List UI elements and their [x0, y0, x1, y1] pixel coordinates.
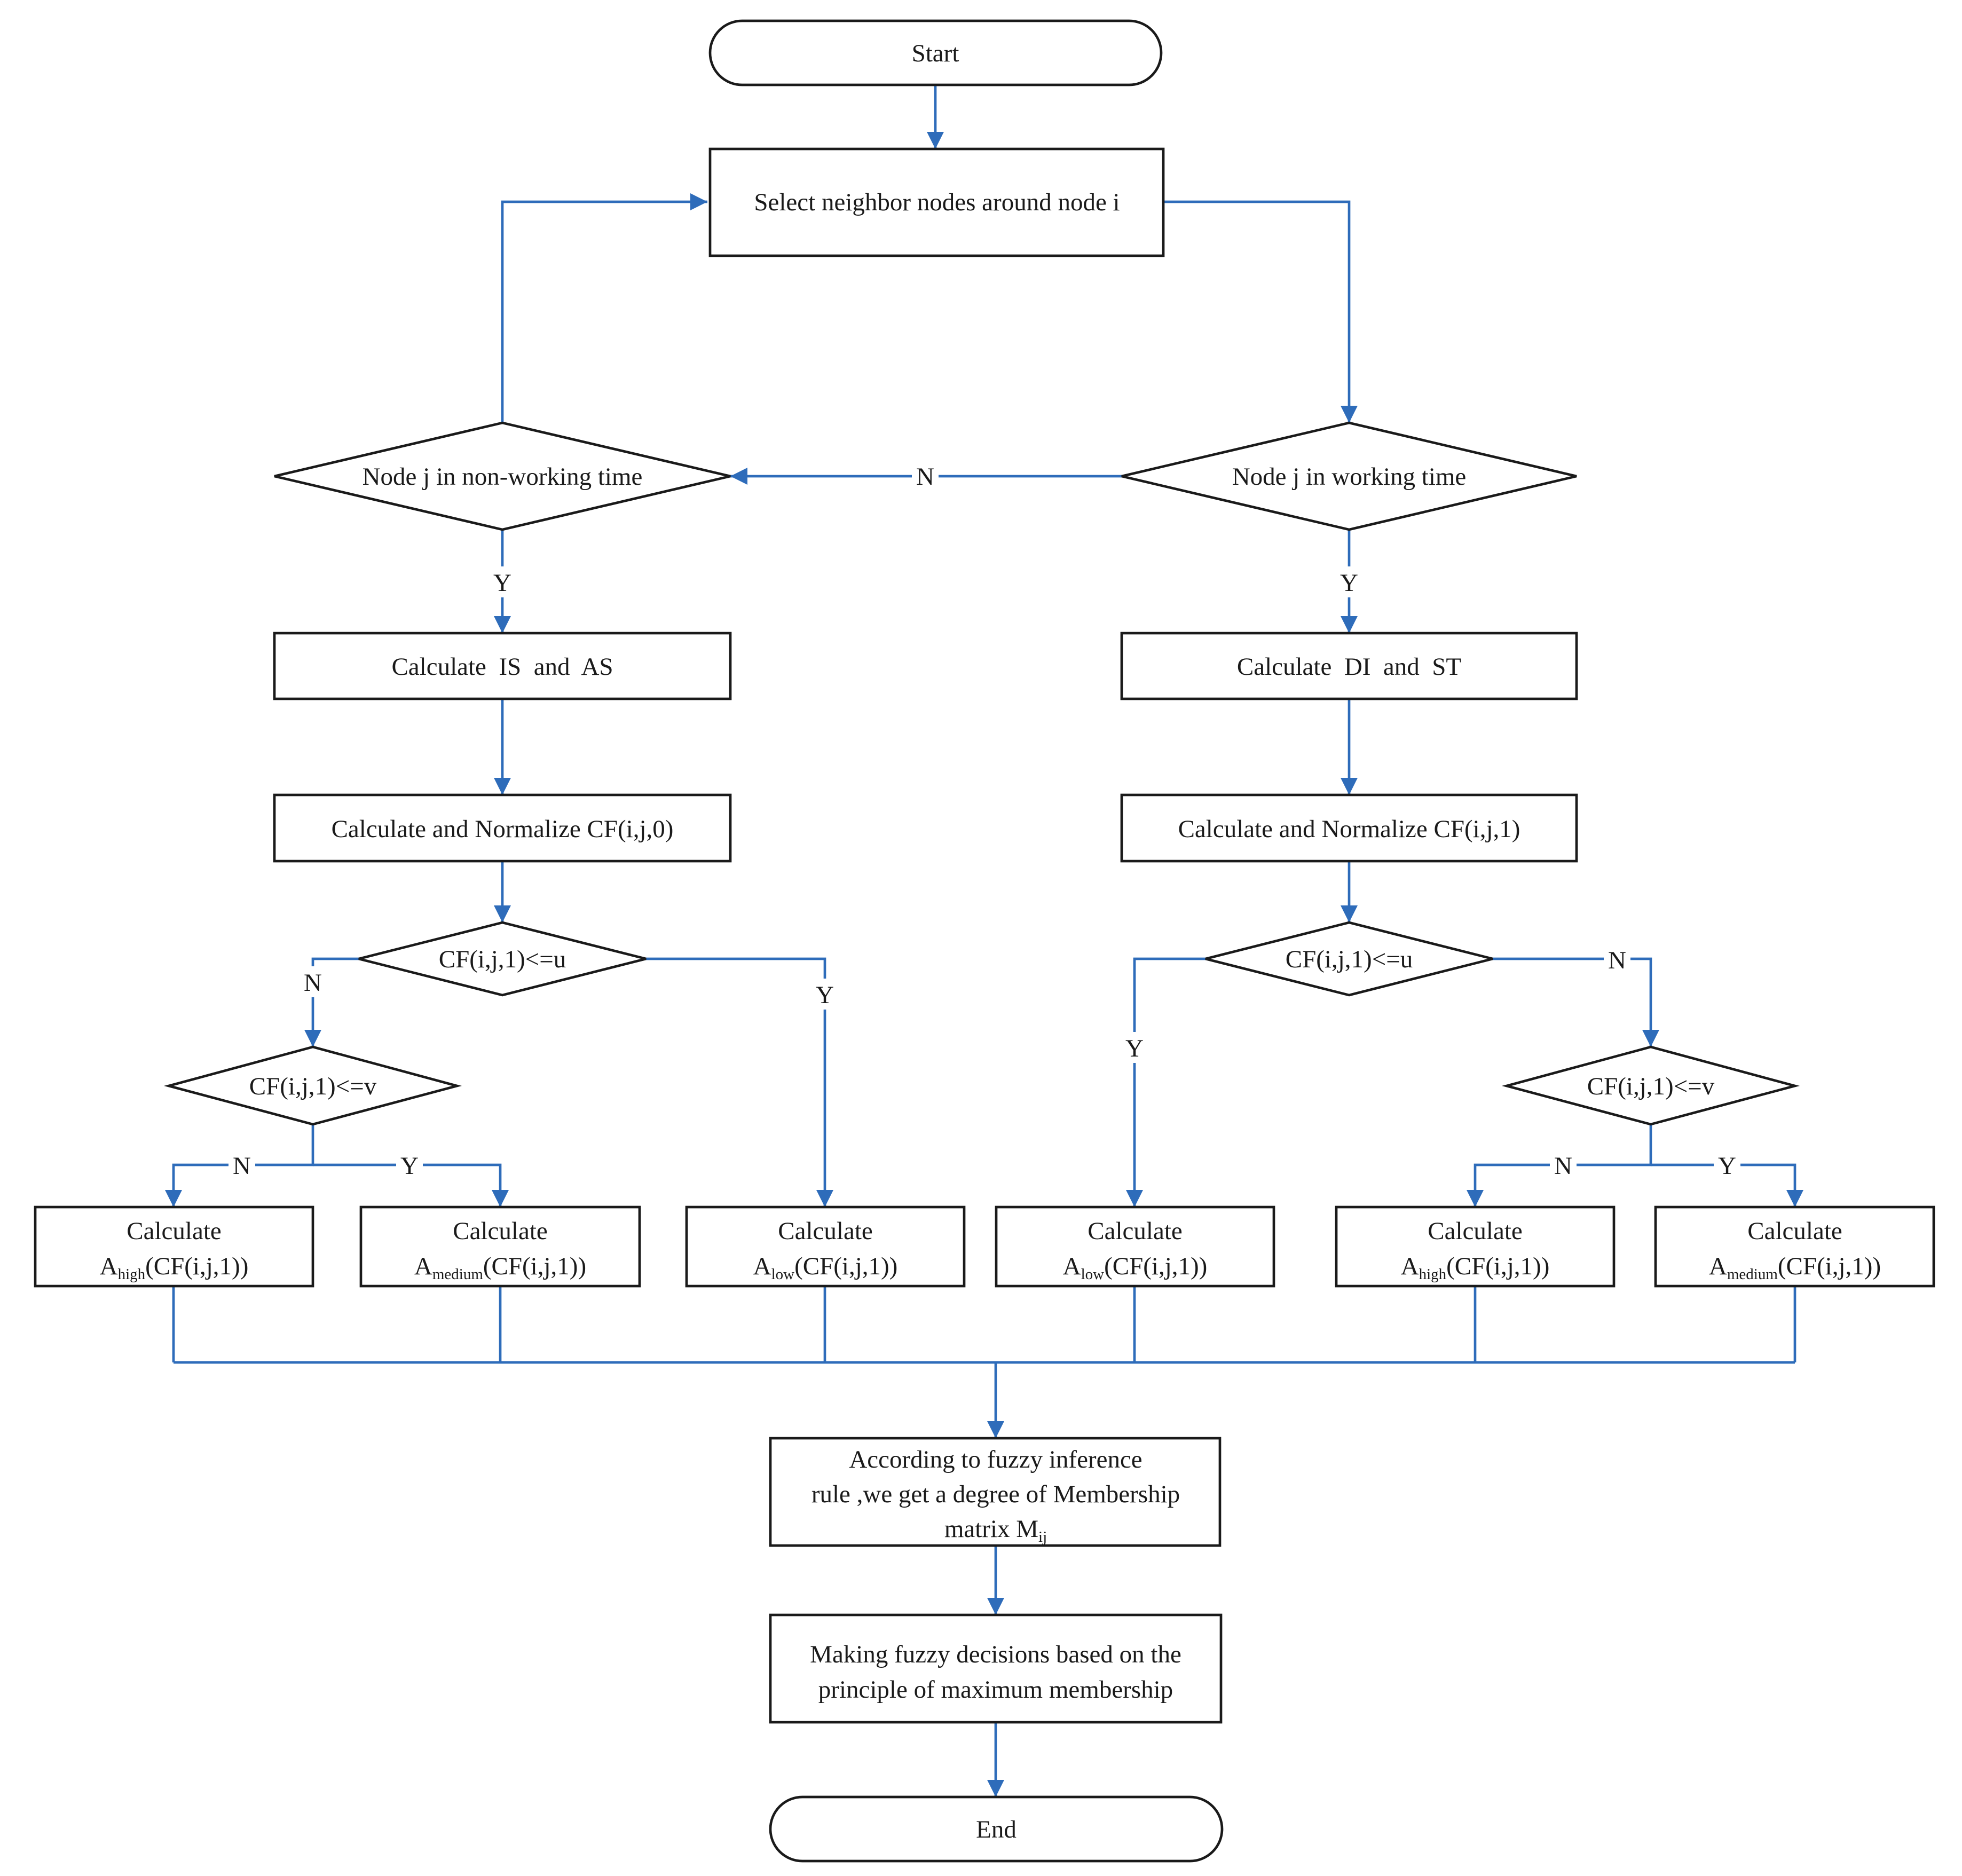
- node-calc-is-as: Calculate IS and AS: [273, 632, 732, 700]
- node-end: End: [769, 1795, 1224, 1863]
- calc-is-as-label: Calculate IS and AS: [391, 653, 613, 681]
- edge-right-u-right-v: [1493, 957, 1659, 1047]
- left-v-label: CF(i,j,1)<=v: [249, 1073, 377, 1100]
- right-v-label: CF(i,j,1)<=v: [1587, 1073, 1715, 1100]
- normalize-cf0-label: Calculate and Normalize CF(i,j,0): [332, 815, 674, 843]
- out-medium-left-line1: Calculate: [453, 1217, 547, 1245]
- node-out-medium-right: Calculate Amedium(CF(i,j,1)): [1654, 1205, 1935, 1288]
- connectors: [165, 85, 1803, 1797]
- node-normalize-cf1: Calculate and Normalize CF(i,j,1): [1120, 793, 1578, 863]
- label-left-u-yes: Y: [816, 981, 834, 1009]
- out-high-right-formula: Ahigh(CF(i,j,1)): [1401, 1252, 1550, 1283]
- nodes: Start Select neighbor nodes around node …: [34, 19, 1935, 1863]
- label-right-v-no: N: [1554, 1152, 1572, 1180]
- edge-right-v-out6: [1651, 1163, 1803, 1207]
- label-working-yes: Y: [1340, 569, 1358, 597]
- out-medium-right-formula: Amedium(CF(i,j,1)): [1709, 1252, 1881, 1283]
- node-start: Start: [708, 19, 1163, 86]
- out-low-left-formula: Alow(CF(i,j,1)): [753, 1252, 898, 1283]
- calc-di-st-label: Calculate DI and ST: [1237, 653, 1461, 681]
- out-medium-right-line1: Calculate: [1747, 1217, 1842, 1245]
- select-neighbors-label: Select neighbor nodes around node i: [754, 188, 1120, 216]
- nonworking-label: Node j in non-working time: [363, 463, 643, 491]
- out-high-left-line1: Calculate: [127, 1217, 221, 1245]
- node-out-low-right: Calculate Alow(CF(i,j,1)): [995, 1205, 1275, 1288]
- right-u-label: CF(i,j,1)<=u: [1286, 945, 1413, 973]
- out-medium-left-formula: Amedium(CF(i,j,1)): [414, 1252, 586, 1283]
- out-low-left-line1: Calculate: [778, 1217, 872, 1245]
- node-out-medium-left: Calculate Amedium(CF(i,j,1)): [359, 1205, 641, 1288]
- label-working-no: N: [916, 463, 934, 491]
- edge-nonworking-select: [501, 193, 707, 423]
- node-right-u-decision: CF(i,j,1)<=u: [1205, 921, 1493, 997]
- node-right-v-decision: CF(i,j,1)<=v: [1501, 1045, 1800, 1126]
- edge-right-u-out4: [1126, 957, 1205, 1207]
- edge-left-u-left-v: [304, 957, 359, 1047]
- node-fuzzy-decision: Making fuzzy decisions based on the prin…: [769, 1613, 1223, 1724]
- edge-select-working: [1163, 200, 1358, 423]
- edge-labels: N Y Y N Y Y N N Y N Y: [228, 460, 1740, 1180]
- node-left-u-decision: CF(i,j,1)<=u: [358, 921, 647, 997]
- node-left-v-decision: CF(i,j,1)<=v: [163, 1045, 462, 1126]
- start-label: Start: [912, 40, 959, 67]
- node-select-neighbors: Select neighbor nodes around node i: [708, 147, 1165, 257]
- node-fuzzy-inference: According to fuzzy inference rule ,we ge…: [769, 1437, 1222, 1547]
- label-right-u-no: N: [1608, 947, 1626, 974]
- fuzzy-line3: matrix Mij: [944, 1515, 1047, 1546]
- node-working-decision: Node j in working time: [1121, 421, 1577, 531]
- node-normalize-cf0: Calculate and Normalize CF(i,j,0): [273, 793, 732, 863]
- node-nonworking-decision: Node j in non-working time: [274, 421, 731, 531]
- end-label: End: [976, 1816, 1017, 1843]
- out-low-right-line1: Calculate: [1088, 1217, 1182, 1245]
- node-out-low-left: Calculate Alow(CF(i,j,1)): [685, 1205, 966, 1288]
- edge-left-v-out2: [313, 1163, 509, 1207]
- label-right-u-yes: Y: [1125, 1035, 1144, 1062]
- label-nonworking-yes: Y: [493, 569, 511, 597]
- left-u-label: CF(i,j,1)<=u: [439, 945, 566, 973]
- decide-line2: principle of maximum membership: [818, 1676, 1173, 1704]
- label-right-v-yes: Y: [1718, 1152, 1736, 1180]
- edge-left-u-out3: [646, 957, 833, 1207]
- decide-line1: Making fuzzy decisions based on the: [810, 1641, 1181, 1668]
- out-high-right-line1: Calculate: [1428, 1217, 1522, 1245]
- normalize-cf1-label: Calculate and Normalize CF(i,j,1): [1178, 815, 1520, 843]
- working-label: Node j in working time: [1232, 463, 1467, 491]
- node-out-high-left: Calculate Ahigh(CF(i,j,1)): [34, 1205, 314, 1288]
- label-left-u-no: N: [304, 969, 322, 997]
- out-high-left-formula: Ahigh(CF(i,j,1)): [100, 1252, 249, 1283]
- fuzzy-line1: According to fuzzy inference: [849, 1446, 1142, 1473]
- label-left-v-yes: Y: [400, 1152, 419, 1180]
- out-low-right-formula: Alow(CF(i,j,1)): [1063, 1252, 1208, 1283]
- node-out-high-right: Calculate Ahigh(CF(i,j,1)): [1335, 1205, 1616, 1288]
- node-calc-di-st: Calculate DI and ST: [1120, 632, 1578, 700]
- fuzzy-line2: rule ,we get a degree of Membership: [811, 1480, 1180, 1508]
- label-left-v-no: N: [233, 1152, 251, 1180]
